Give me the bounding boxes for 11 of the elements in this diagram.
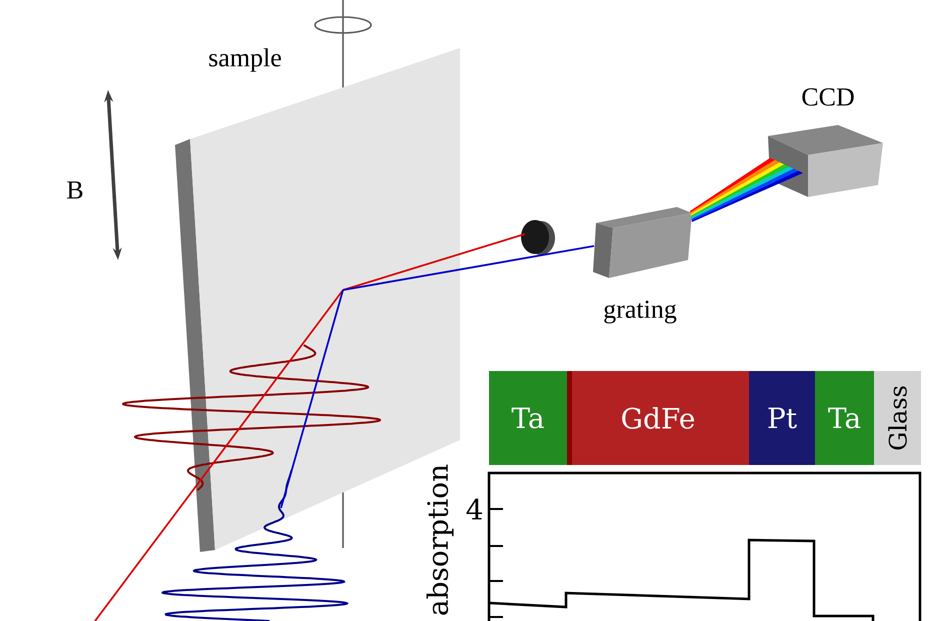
layer-box: Ta bbox=[815, 371, 874, 465]
layer-box: GdFe bbox=[567, 371, 749, 465]
filter-disk bbox=[521, 220, 555, 255]
node-label: grating bbox=[604, 300, 676, 324]
layer-box: Pt bbox=[749, 371, 815, 465]
spectrum-fan bbox=[690, 158, 804, 222]
tick-label: 4 bbox=[466, 498, 482, 520]
layer-box: Glass bbox=[874, 371, 921, 465]
node-label: CCD bbox=[802, 88, 854, 106]
layer-box: Ta bbox=[489, 371, 567, 465]
field-label: B bbox=[67, 181, 82, 199]
